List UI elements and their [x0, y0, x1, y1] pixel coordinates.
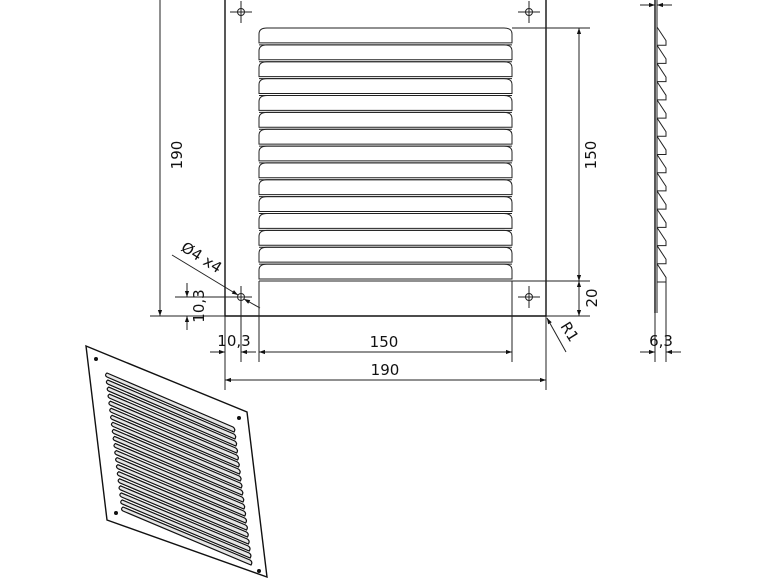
iso-louver — [109, 407, 240, 468]
iso-louver — [108, 400, 239, 461]
tooth — [656, 208, 667, 228]
louver — [258, 111, 513, 130]
tooth — [656, 190, 667, 210]
louver — [258, 213, 513, 231]
dim-hole-offset-vertical: 10,3 — [190, 289, 208, 322]
louver — [258, 145, 513, 164]
side-view: 6,3 — [640, 0, 681, 362]
tooth — [656, 26, 667, 46]
louver — [258, 94, 513, 113]
iso-louver — [114, 449, 246, 510]
tooth — [656, 136, 667, 155]
louver — [258, 128, 513, 147]
louvers — [258, 27, 513, 282]
iso-louver — [112, 435, 244, 496]
iso-louver — [109, 414, 241, 475]
louver — [258, 179, 513, 198]
dim-louver-width: 150 — [370, 333, 399, 351]
dim-bottom-margin: 20 — [583, 288, 601, 307]
louver — [258, 44, 513, 63]
dim-overall-width: 190 — [371, 361, 400, 379]
louver — [258, 61, 513, 80]
tooth — [656, 81, 667, 101]
iso-louver — [111, 428, 243, 489]
tooth — [656, 245, 667, 265]
iso-louver — [107, 393, 239, 454]
hole — [518, 1, 540, 23]
iso-louvers — [104, 372, 253, 566]
hole — [230, 1, 252, 23]
iso-louver — [104, 372, 236, 433]
iso-louver — [110, 421, 242, 482]
dim-louver-height: 150 — [582, 141, 600, 170]
tooth — [656, 117, 667, 137]
tooth — [656, 99, 667, 119]
louver — [258, 246, 513, 265]
louver-profile — [656, 26, 667, 283]
tooth — [656, 44, 667, 64]
hole-callout: Ø4 x4 — [178, 238, 225, 277]
iso-louver — [119, 492, 251, 552]
hole — [518, 286, 540, 308]
iso-louver — [105, 379, 237, 440]
iso-louver — [117, 478, 249, 538]
iso-louver — [115, 456, 247, 517]
iso-louver — [120, 506, 253, 566]
isometric-view — [85, 344, 268, 578]
louver — [258, 27, 513, 46]
dim-depth: 6,3 — [649, 332, 673, 350]
dim-hole-offset-horizontal: 10,3 — [217, 332, 250, 350]
plate-outline — [224, 0, 547, 317]
iso-louver — [120, 499, 252, 559]
iso-plate — [85, 344, 268, 578]
tooth — [656, 263, 667, 283]
iso-louver — [106, 386, 238, 447]
corner-radius-callout: R1 — [557, 319, 583, 345]
bottom-flat — [258, 280, 513, 316]
tooth — [656, 172, 667, 192]
louver — [258, 229, 513, 248]
iso-louver — [113, 442, 245, 503]
tooth — [656, 227, 667, 247]
dim-overall-height: 190 — [168, 141, 186, 170]
louver — [258, 196, 513, 215]
louver — [258, 78, 513, 96]
front-view — [224, 0, 547, 317]
louver — [258, 162, 513, 181]
iso-louver — [116, 471, 248, 531]
tooth — [656, 63, 667, 83]
iso-louver — [118, 485, 250, 545]
tooth — [656, 154, 667, 174]
iso-louver — [115, 464, 248, 524]
louver — [258, 263, 513, 282]
